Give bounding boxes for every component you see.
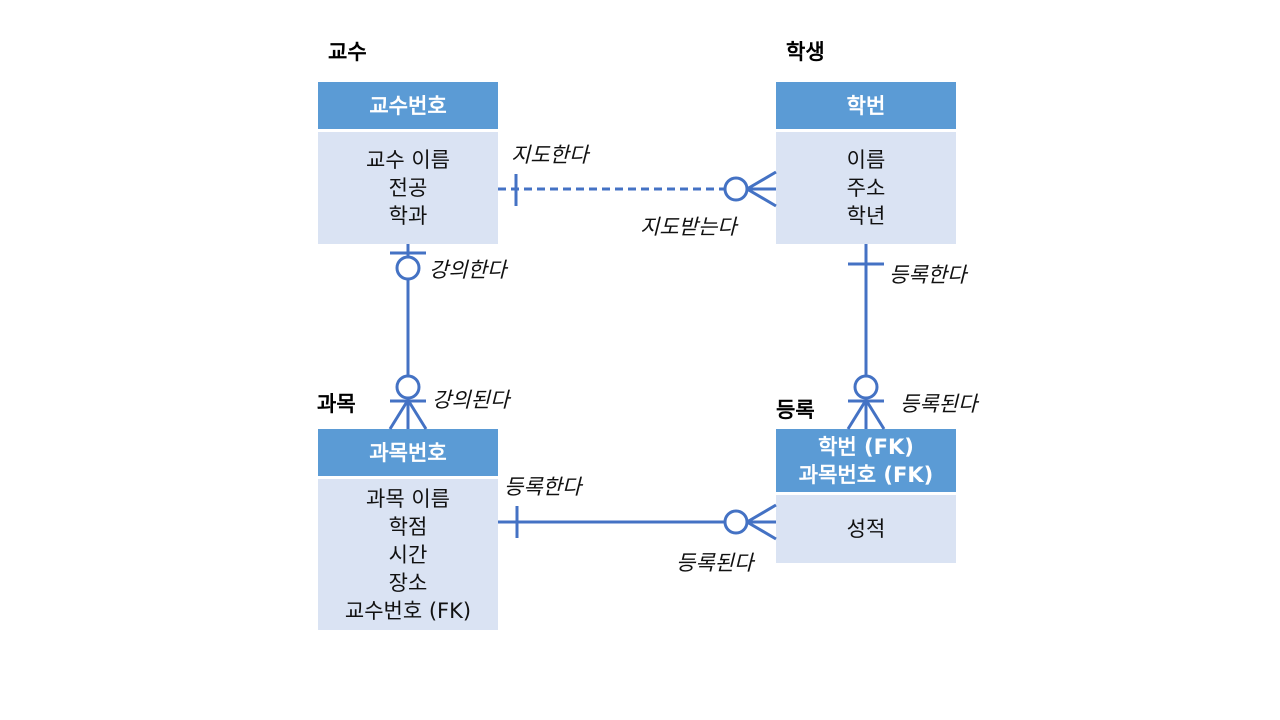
course-enroll-relationship-line [498,503,777,541]
professor-attr: 교수 이름 [366,148,450,172]
student-enroll-reverse-label: 등록된다 [900,392,978,416]
professor-title: 교수 [328,40,367,64]
professor-attributes: 교수 이름 전공 학과 [318,132,498,244]
enrollment-entity: 학번 (FK) 과목번호 (FK) 성적 [776,429,956,563]
student-enroll-relationship-line [846,244,886,430]
course-title: 과목 [317,392,356,416]
enrollment-title: 등록 [776,398,815,422]
course-key: 과목번호 [318,429,498,476]
advise-forward-label: 지도한다 [511,143,589,167]
student-key: 학번 [776,82,956,129]
course-attr: 교수번호 (FK) [344,598,472,623]
course-entity: 과목번호 과목 이름 학점 시간 장소 교수번호 (FK) [318,429,498,630]
enrollment-attr: 성적 [846,517,886,541]
professor-attr: 전공 [388,176,428,200]
professor-entity: 교수번호 교수 이름 전공 학과 [318,82,498,244]
teach-forward-label: 강의한다 [429,258,507,282]
enrollment-key-label: 과목번호 (FK) [798,462,934,487]
advise-relationship-line [498,170,777,208]
course-attr: 장소 [388,570,428,595]
course-enroll-forward-label: 등록한다 [504,475,582,499]
student-attr: 학년 [846,204,886,228]
student-entity: 학번 이름 주소 학년 [776,82,956,244]
professor-attr: 학과 [388,204,428,228]
student-attr: 주소 [846,176,886,200]
course-attributes: 과목 이름 학점 시간 장소 교수번호 (FK) [318,479,498,630]
enrollment-keys: 학번 (FK) 과목번호 (FK) [776,429,956,492]
course-enroll-reverse-label: 등록된다 [676,551,754,575]
student-enroll-forward-label: 등록한다 [889,263,967,287]
course-key-label: 과목번호 [369,440,447,465]
student-key-label: 학번 [846,93,886,118]
advise-reverse-label: 지도받는다 [640,215,737,239]
enrollment-key-label: 학번 (FK) [818,434,914,459]
student-attributes: 이름 주소 학년 [776,132,956,244]
professor-key-label: 교수번호 [369,93,447,118]
student-title: 학생 [786,40,825,64]
student-attr: 이름 [846,148,886,172]
enrollment-attributes: 성적 [776,495,956,563]
course-attr: 학점 [388,514,428,539]
course-attr: 시간 [388,542,428,567]
teach-relationship-line [388,244,428,430]
course-attr: 과목 이름 [366,486,450,511]
professor-key: 교수번호 [318,82,498,129]
teach-reverse-label: 강의된다 [432,388,510,412]
